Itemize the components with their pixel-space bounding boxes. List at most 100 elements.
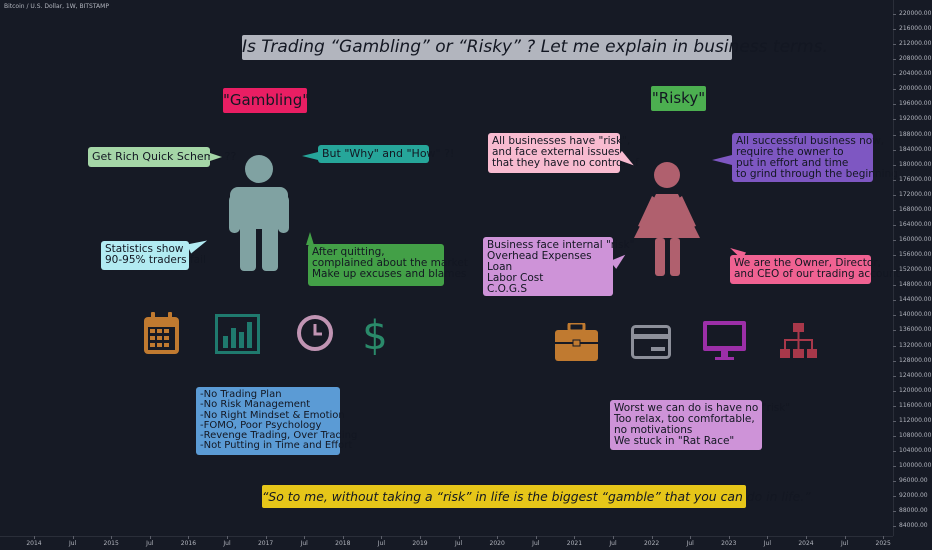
briefcase-icon	[555, 323, 598, 361]
time-axis-label: 2024	[798, 540, 814, 547]
price-axis-tick	[893, 405, 896, 407]
price-axis-label: 156000.00	[899, 251, 932, 259]
time-axis-label: 2015	[103, 540, 119, 547]
price-axis-tick	[893, 74, 896, 76]
clock-icon	[297, 315, 333, 351]
price-axis-label: 84000.00	[899, 522, 928, 530]
time-axis-tick	[342, 536, 344, 539]
bar-chart-icon	[215, 314, 260, 354]
time-axis-tick	[806, 536, 807, 539]
time-axis-tick	[883, 536, 885, 539]
page-title: Is Trading “Gambling” or “Risky” ? Let m…	[242, 35, 828, 60]
price-axis-tick	[893, 390, 896, 392]
price-axis-tick	[893, 149, 896, 151]
statistics-bubble-tail	[186, 236, 210, 254]
price-axis-label: 144000.00	[899, 296, 932, 304]
chart-symbol-label: Bitcoin / U.S. Dollar, 1W, BITSTAMP	[4, 3, 109, 10]
price-axis-tick	[893, 44, 896, 46]
price-axis-tick	[893, 14, 896, 15]
internal-risk-bubble: Business face internal "risk" Overhead E…	[483, 237, 634, 296]
time-axis-tick	[381, 536, 383, 539]
get-rich-bubble: Get Rich Quick Scheme ??	[88, 147, 236, 167]
price-axis-label: 204000.00	[899, 70, 932, 78]
time-axis-label: Jul	[146, 540, 154, 547]
time-axis-tick	[613, 536, 614, 539]
price-axis-tick	[893, 59, 896, 61]
time-axis-label: 2023	[721, 540, 737, 547]
price-axis-label: 148000.00	[899, 281, 932, 289]
after-quitting-bubble-tail	[306, 232, 314, 245]
price-axis-label: 208000.00	[899, 55, 932, 63]
time-axis-tick	[34, 536, 35, 539]
price-axis-tick	[893, 164, 896, 166]
time-axis-label: 2022	[643, 540, 660, 547]
successful-business-bubble-tail	[712, 155, 732, 165]
price-axis-tick	[893, 194, 896, 196]
price-axis-tick	[893, 526, 896, 528]
price-axis-tick	[893, 511, 896, 513]
price-axis-label: 88000.00	[899, 507, 928, 515]
price-axis-tick	[893, 179, 896, 181]
time-axis-tick	[72, 536, 74, 539]
price-axis-label: 220000.00	[899, 10, 932, 17]
risky-tag: "Risky"	[651, 86, 706, 111]
time-axis-label: Jul	[223, 540, 231, 547]
price-axis-label: 116000.00	[899, 401, 932, 409]
time-axis-label: Jul	[532, 540, 540, 547]
price-axis-tick	[893, 466, 896, 468]
price-axis-label: 160000.00	[899, 236, 932, 244]
price-axis-label: 176000.00	[899, 175, 932, 183]
time-axis-label: Jul	[300, 540, 308, 547]
time-axis-tick	[265, 536, 267, 539]
time-axis-label: Jul	[68, 540, 77, 547]
price-axis[interactable]: 220000.00 216000.00 212000.00 208000.00 2040…	[893, 0, 932, 536]
price-axis-label: 92000.00	[899, 492, 928, 500]
price-axis-label: 132000.00	[899, 341, 932, 349]
price-axis-tick	[893, 89, 896, 91]
price-axis-tick	[893, 240, 896, 242]
credit-card-icon	[631, 325, 671, 359]
price-axis-label: 216000.00	[899, 25, 932, 33]
price-axis-label: 184000.00	[899, 145, 932, 153]
price-axis-label: 196000.00	[899, 100, 932, 108]
price-axis-label: 212000.00	[899, 40, 932, 48]
price-axis-tick	[893, 134, 896, 136]
price-axis-label: 180000.00	[899, 160, 932, 168]
price-axis-label: 136000.00	[899, 326, 932, 334]
worst-case-box: Worst we can do is have no "risk" Too re…	[610, 400, 790, 450]
price-axis-tick	[893, 451, 896, 453]
price-axis-tick	[893, 420, 896, 422]
time-axis-label: 2021	[566, 540, 583, 547]
price-axis-tick	[893, 315, 896, 317]
price-axis-label: 104000.00	[899, 447, 932, 455]
calendar-icon	[144, 312, 179, 354]
price-axis-label: 188000.00	[899, 130, 932, 138]
price-axis-label: 128000.00	[899, 356, 932, 364]
price-axis-label: 96000.00	[899, 477, 928, 485]
price-axis-label: 112000.00	[899, 416, 932, 424]
time-axis-label: 2020	[489, 540, 505, 547]
time-axis-label: 2014	[26, 540, 42, 547]
price-axis-label: 124000.00	[899, 371, 932, 379]
price-axis-tick	[893, 481, 896, 483]
price-axis-tick	[893, 496, 896, 498]
price-axis-tick	[893, 270, 896, 272]
price-axis-border	[893, 0, 894, 536]
time-axis-label: Jul	[686, 540, 694, 547]
time-axis-label: Jul	[840, 540, 849, 547]
price-axis-label: 168000.00	[899, 205, 932, 213]
time-axis-tick	[458, 536, 460, 539]
time-axis-tick	[767, 536, 769, 539]
why-how-bubble: But "Why" and "How" ?!	[318, 145, 454, 163]
time-axis-label: 2017	[257, 540, 274, 547]
price-axis-label: 200000.00	[899, 85, 932, 93]
time-axis-label: 2025	[875, 540, 891, 547]
price-axis-tick	[893, 224, 896, 226]
price-axis-label: 152000.00	[899, 266, 932, 274]
time-axis-tick	[111, 536, 113, 539]
time-axis-tick	[844, 536, 846, 539]
time-axis-tick	[420, 536, 421, 539]
price-axis-tick	[893, 209, 896, 211]
price-axis-tick	[893, 345, 896, 347]
